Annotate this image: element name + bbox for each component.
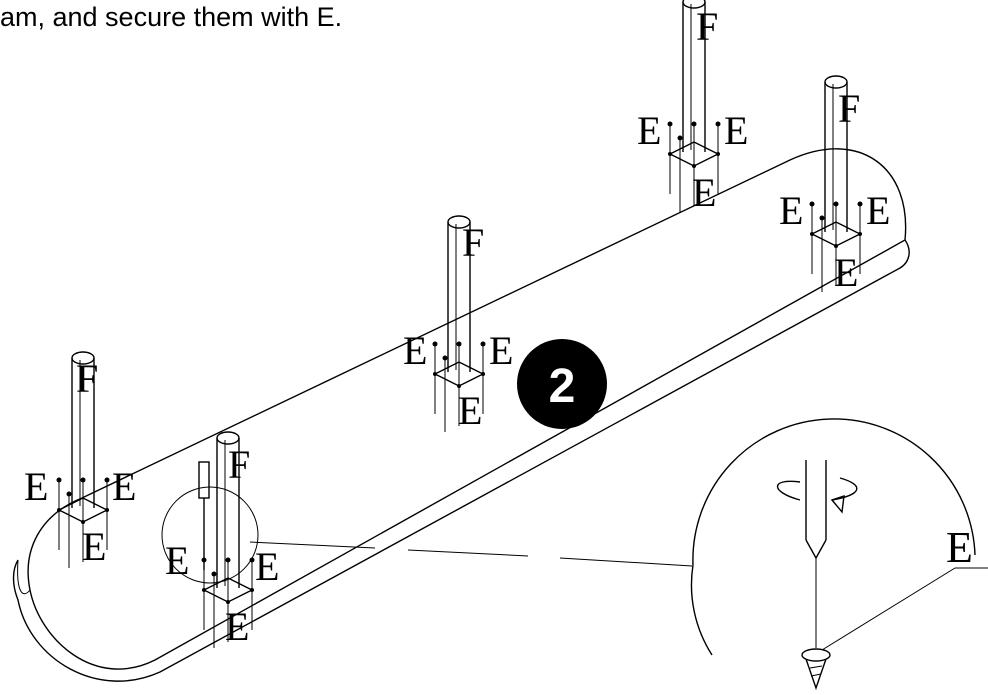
screw-label-e: E <box>112 464 136 509</box>
screw-label-e: E <box>225 604 249 649</box>
instruction-text: am, and secure them with E. <box>0 2 343 32</box>
screw-label-e: E <box>779 188 803 233</box>
leg-3: F E E E <box>403 215 513 433</box>
screw-label-e: E <box>165 538 189 583</box>
detail-label-e: E <box>946 523 973 572</box>
leg-label-f: F <box>76 356 98 401</box>
tabletop <box>12 148 910 682</box>
screw-label-e: E <box>255 544 279 589</box>
screw-label-e: E <box>403 328 427 373</box>
detail-callout: E <box>690 418 988 691</box>
screw-label-e: E <box>834 250 858 295</box>
screw-label-e: E <box>489 328 513 373</box>
screwdriver-icon <box>198 461 210 570</box>
step-number: 2 <box>549 360 576 413</box>
step-badge: 2 <box>517 339 607 429</box>
screw-label-e: E <box>692 170 716 215</box>
leg-2: F E E E <box>161 431 279 649</box>
leg-4: F E E E <box>637 0 748 215</box>
leg-label-f: F <box>228 442 250 487</box>
leg-label-f: F <box>462 220 484 265</box>
screw-label-e: E <box>24 464 48 509</box>
leg-label-f: F <box>838 86 860 131</box>
leg-label-f: F <box>696 4 718 49</box>
screw-label-e: E <box>637 108 661 153</box>
screw-label-e: E <box>458 388 482 433</box>
detail-leader <box>249 541 693 567</box>
screw-label-e: E <box>866 188 890 233</box>
leg-1: F E E E <box>24 351 136 569</box>
screw-label-e: E <box>82 524 106 569</box>
leg-5: F E E E <box>779 75 890 295</box>
screw-label-e: E <box>724 108 748 153</box>
